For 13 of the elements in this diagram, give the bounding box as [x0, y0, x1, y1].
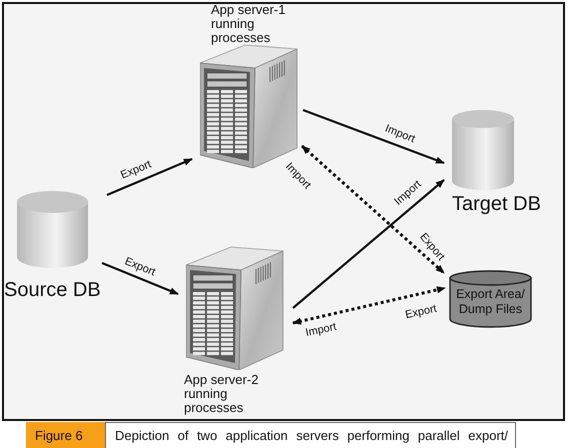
node-label: App server-2 running processes [184, 373, 260, 415]
node-label: Source DB [4, 280, 100, 302]
arrow [292, 179, 445, 309]
dotted-arrow [292, 286, 446, 325]
dotted-arrow [301, 144, 445, 274]
arrow [106, 158, 193, 196]
node-label: Target DB [452, 194, 542, 216]
figure-number: Figure 6 [26, 422, 105, 448]
node-label: App server-1 running processes [211, 3, 286, 45]
arrow [302, 108, 445, 164]
node-label: Export Area/ Dump Files [455, 287, 526, 317]
caption-text: Depiction of two application servers performing parallel export/ [105, 422, 516, 448]
arrow [102, 262, 179, 296]
